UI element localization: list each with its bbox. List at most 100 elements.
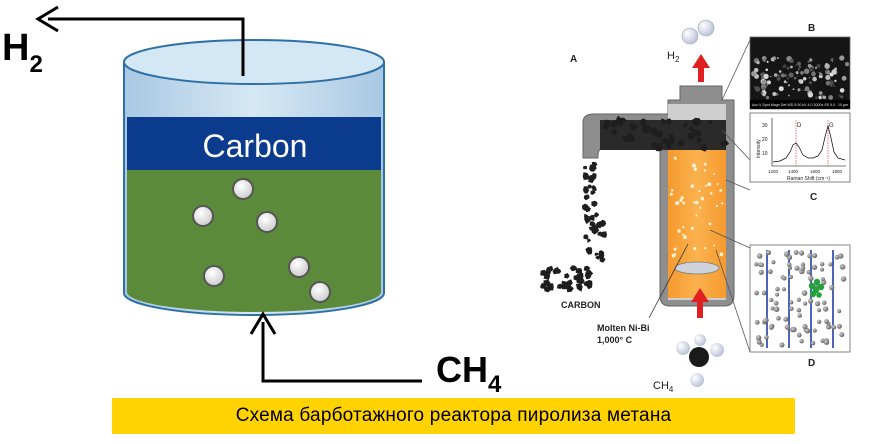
- md-atom: [837, 309, 842, 314]
- raman-ytick-20: 20: [762, 137, 768, 143]
- sem-grain: [789, 58, 794, 63]
- panel-label-c: C: [810, 192, 817, 203]
- md-atom: [820, 277, 825, 282]
- carbon-chunk: [584, 194, 590, 201]
- raman-peak-d: D: [797, 123, 802, 129]
- carbon-chunk: [650, 126, 659, 135]
- molten-bubble: [680, 196, 684, 200]
- md-atom: [775, 286, 780, 292]
- molten-bubble: [699, 206, 702, 209]
- md-atom: [807, 253, 813, 259]
- molten-label-2: 1,000° C: [597, 335, 633, 345]
- molten-bubble: [698, 189, 701, 193]
- sem-grain: [756, 60, 760, 65]
- md-atom: [816, 308, 822, 313]
- carbon-chunk: [625, 133, 633, 140]
- sem-grain: [796, 75, 799, 77]
- md-atom: [796, 297, 801, 302]
- sem-grain: [797, 68, 800, 71]
- carbon-chunk: [594, 252, 600, 256]
- md-atom: [779, 342, 785, 348]
- md-atom: [781, 287, 786, 292]
- md-atom: [773, 300, 779, 306]
- md-atom: [816, 319, 822, 325]
- sem-grain: [765, 95, 770, 100]
- raman-ytick-10: 10: [762, 151, 768, 157]
- bubble: [232, 178, 254, 200]
- molten-bubble: [690, 226, 695, 230]
- molten-bubble: [703, 169, 707, 172]
- callout-lines: [709, 39, 751, 353]
- molten-bubble: [670, 189, 674, 192]
- carbon-chunk: [640, 119, 646, 125]
- carbon-chunk: [548, 265, 554, 272]
- carbon-chunk: [642, 128, 649, 135]
- md-atom: [800, 262, 806, 267]
- md-atom: [788, 274, 794, 280]
- md-atom: [823, 339, 830, 345]
- raman-chart: D G 30 20 10 Intensity 1200 1400 1600 18…: [756, 118, 846, 182]
- carbon-chunk: [582, 203, 589, 211]
- carbon-chunk: [589, 164, 597, 172]
- molten-bubble: [693, 201, 696, 204]
- ch4-label-right: CH4: [653, 380, 674, 394]
- sem-grain: [762, 58, 766, 62]
- carbon-chunk: [677, 139, 685, 147]
- sem-grain: [807, 63, 812, 68]
- sem-grain: [803, 68, 810, 75]
- sem-grain: [801, 89, 804, 92]
- md-atom: [824, 319, 829, 324]
- left-reactor: Carbon H2 CH4: [2, 5, 502, 398]
- sem-grain: [776, 77, 781, 81]
- molten-bubble: [690, 184, 695, 188]
- sem-grain: [840, 95, 844, 99]
- molten-bubble: [713, 244, 716, 247]
- sem-grain: [825, 62, 828, 65]
- molten-bubble: [707, 182, 712, 187]
- sem-grain: [766, 60, 769, 63]
- sem-grain: [765, 68, 769, 72]
- carbon-chunk: [694, 130, 703, 137]
- raman-xtick-1400: 1400: [788, 169, 799, 174]
- sem-grain: [761, 87, 766, 91]
- carbon-chunk: [682, 122, 689, 128]
- sem-grain: [798, 79, 802, 83]
- md-atom: [836, 323, 842, 329]
- molten-bubble: [683, 235, 687, 240]
- molten-label-1: Molten Ni-Bi: [597, 323, 650, 333]
- carbon-chunk: [583, 186, 589, 193]
- sem-grain: [788, 72, 794, 78]
- sem-grain: [831, 69, 837, 75]
- md-atom: [773, 306, 780, 312]
- md-atom: [793, 250, 799, 255]
- molten-bubble: [704, 184, 708, 187]
- molten-bubble: [713, 172, 716, 175]
- right-reactor: A H2 CARBON Molten Ni-Bi 1,000° C: [540, 19, 851, 394]
- carbon-chunk: [629, 123, 638, 131]
- carbon-label: Carbon: [203, 128, 308, 164]
- md-atom: [767, 269, 773, 275]
- panel-label-a: A: [570, 54, 577, 65]
- molten-bubble: [694, 200, 699, 205]
- carbon-chunk: [599, 231, 607, 238]
- md-atom: [762, 317, 769, 324]
- caption-text: Схема барботажного реактора пиролиза мет…: [235, 405, 672, 426]
- sem-grain: [818, 91, 823, 95]
- carbon-chunk: [651, 141, 657, 149]
- sem-grain: [826, 70, 831, 75]
- sem-grain: [762, 92, 766, 97]
- molten-bubble: [682, 201, 686, 205]
- sem-grain: [809, 67, 814, 72]
- carbon-chunk: [625, 138, 631, 143]
- md-atom: [771, 260, 776, 265]
- md-atom: [819, 267, 825, 272]
- md-atom: [786, 262, 792, 267]
- molten-bubble: [675, 201, 680, 206]
- carbon-chunk: [594, 212, 600, 218]
- molten-bubble: [716, 183, 719, 185]
- molten-bubble: [679, 198, 683, 202]
- sem-grain: [839, 88, 845, 93]
- sem-grain: [786, 66, 790, 70]
- carbon-chunk: [569, 265, 578, 272]
- sem-grain: [792, 88, 795, 91]
